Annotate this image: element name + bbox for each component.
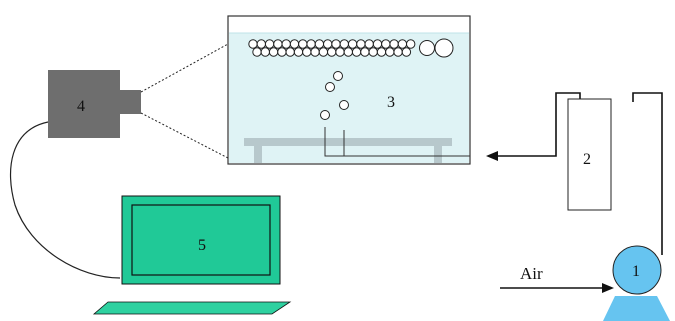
view-line-top (140, 43, 229, 93)
camera: 4 (48, 70, 141, 138)
surface-bubble (264, 39, 275, 49)
surface-bubble (364, 39, 374, 49)
surface-bubble (248, 39, 258, 49)
surface-bubble (298, 39, 308, 49)
surface-bubble (434, 38, 454, 58)
camera-lens (119, 90, 141, 114)
rising-bubble (320, 110, 330, 120)
view-line-bottom (140, 112, 229, 159)
surface-bubble (252, 47, 262, 57)
laptop: 5 (92, 195, 292, 315)
tube-to-tank (498, 92, 581, 157)
surface-bubble (401, 47, 412, 57)
surface-bubble (318, 47, 329, 57)
surface-bubble (277, 47, 287, 57)
surface-bubble (273, 39, 283, 49)
surface-bubble (368, 47, 378, 57)
surface-bubble (393, 47, 403, 57)
rising-bubble (325, 82, 335, 92)
laptop-screen (131, 204, 271, 276)
label-air: Air (520, 264, 543, 283)
surface-bubble (360, 47, 370, 57)
tube-arrowhead (486, 151, 498, 161)
surface-bubble (281, 39, 291, 49)
needle-left (324, 127, 470, 157)
rising-bubble (339, 100, 349, 110)
surface-bubble (356, 39, 366, 49)
flowmeter: 2 (567, 98, 612, 211)
surface-bubble (256, 39, 266, 49)
surface-bubble (385, 47, 395, 57)
support-leg-left (254, 146, 262, 163)
surface-bubble (289, 39, 300, 49)
surface-bubble (268, 47, 279, 57)
pump-body (612, 245, 662, 295)
surface-bubble (306, 39, 316, 49)
surface-bubble (310, 47, 320, 57)
camera-body (48, 70, 120, 138)
flowmeter-body (567, 98, 612, 211)
surface-bubble (376, 47, 387, 57)
surface-bubble (260, 47, 270, 57)
surface-bubble (406, 39, 416, 49)
label-tank: 3 (387, 94, 395, 111)
surface-bubble (302, 47, 312, 57)
surface-bubble (372, 39, 383, 49)
tube-from-pump (632, 92, 663, 255)
pump-base (603, 296, 670, 321)
surface-bubbles (248, 38, 454, 58)
surface-bubble (343, 47, 353, 57)
surface-bubble (389, 39, 399, 49)
label-laptop: 5 (198, 237, 206, 254)
laptop-keyboard-base (92, 301, 292, 315)
surface-bubble (335, 47, 345, 57)
surface-bubble (397, 39, 408, 49)
support-plate (244, 138, 452, 146)
camera-cable (9, 121, 121, 279)
surface-bubble (381, 39, 391, 49)
rising-bubble (333, 71, 343, 81)
label-pump: 1 (632, 263, 640, 280)
surface-bubble (314, 39, 325, 49)
air-arrowhead (602, 283, 614, 293)
surface-bubble (331, 39, 341, 49)
label-flowmeter: 2 (583, 151, 591, 168)
surface-bubble (419, 40, 435, 56)
surface-bubble (351, 47, 362, 57)
surface-bubble (347, 39, 358, 49)
bubble-tank: 3 (227, 15, 471, 165)
surface-bubble (339, 39, 349, 49)
surface-bubble (285, 47, 295, 57)
surface-bubble (323, 39, 333, 49)
air-pump: 1 (603, 245, 670, 321)
label-camera: 4 (77, 98, 85, 115)
support-leg-right (434, 146, 442, 163)
surface-bubble (293, 47, 304, 57)
surface-bubble (327, 47, 337, 57)
